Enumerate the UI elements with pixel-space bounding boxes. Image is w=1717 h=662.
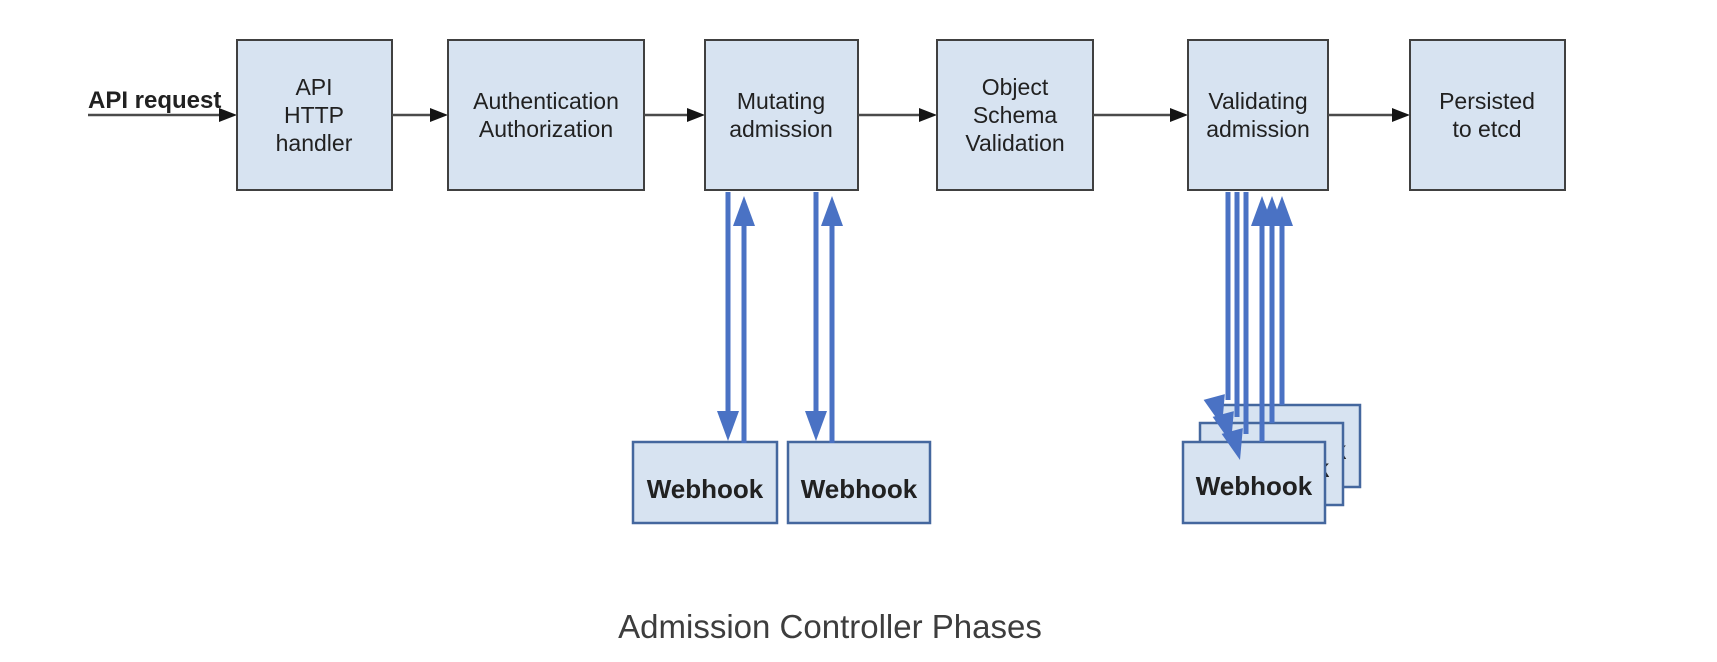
diagram-caption: Admission Controller Phases xyxy=(618,608,1042,645)
svg-text:HTTP: HTTP xyxy=(284,102,344,128)
arrow-5-head xyxy=(1392,108,1410,122)
svg-text:admission: admission xyxy=(729,116,833,142)
mutating-call-arrow-1-head xyxy=(717,411,739,441)
arrow-3-head xyxy=(919,108,937,122)
svg-text:handler: handler xyxy=(276,130,353,156)
flow-box-api-http-handler: API HTTP handler xyxy=(236,39,393,191)
arrow-1-head xyxy=(430,108,448,122)
svg-text:Validation: Validation xyxy=(965,130,1064,156)
flow-box-validating-admission: Validating admission xyxy=(1187,39,1329,191)
svg-text:admission: admission xyxy=(1206,116,1310,142)
validating-webhook-stack: Webhook Webhook Webhook xyxy=(1181,403,1362,525)
validating-webhook-arrows xyxy=(1203,192,1293,460)
svg-text:Authorization: Authorization xyxy=(479,116,613,142)
svg-text:Webhook: Webhook xyxy=(801,474,918,504)
svg-text:Persisted: Persisted xyxy=(1439,88,1535,114)
svg-text:to etcd: to etcd xyxy=(1452,116,1521,142)
validating-call-arrow-3-head xyxy=(1221,428,1243,460)
mutating-webhook-box-1: Webhook xyxy=(631,440,779,525)
mutating-return-arrow-2-head xyxy=(821,196,843,226)
svg-text:Webhook: Webhook xyxy=(647,474,764,504)
flow-box-mutating-admission: Mutating admission xyxy=(704,39,859,191)
svg-text:Schema: Schema xyxy=(973,102,1058,128)
flow-box-authentication-authorization: Authentication Authorization xyxy=(447,39,645,191)
mutating-webhook-box-2: Webhook xyxy=(786,440,932,525)
mutating-call-arrow-2-head xyxy=(805,411,827,441)
svg-text:API: API xyxy=(295,74,332,100)
svg-text:Mutating: Mutating xyxy=(737,88,825,114)
flow-box-object-schema-validation: Object Schema Validation xyxy=(936,39,1094,191)
arrow-2-head xyxy=(687,108,705,122)
api-request-arrow-head xyxy=(219,108,237,122)
mutating-return-arrow-1-head xyxy=(733,196,755,226)
validating-return-arrow-3-head xyxy=(1271,196,1293,226)
flow-box-persisted-to-etcd: Persisted to etcd xyxy=(1409,39,1566,191)
svg-text:Validating: Validating xyxy=(1208,88,1307,114)
api-request-label: API request xyxy=(88,87,221,114)
svg-text:Authentication: Authentication xyxy=(473,88,619,114)
mutating-webhook-arrows xyxy=(717,192,843,443)
arrow-4-head xyxy=(1170,108,1188,122)
validating-webhook-box-front: Webhook xyxy=(1181,440,1327,525)
svg-text:Object: Object xyxy=(982,74,1049,100)
svg-text:Webhook: Webhook xyxy=(1196,471,1313,501)
